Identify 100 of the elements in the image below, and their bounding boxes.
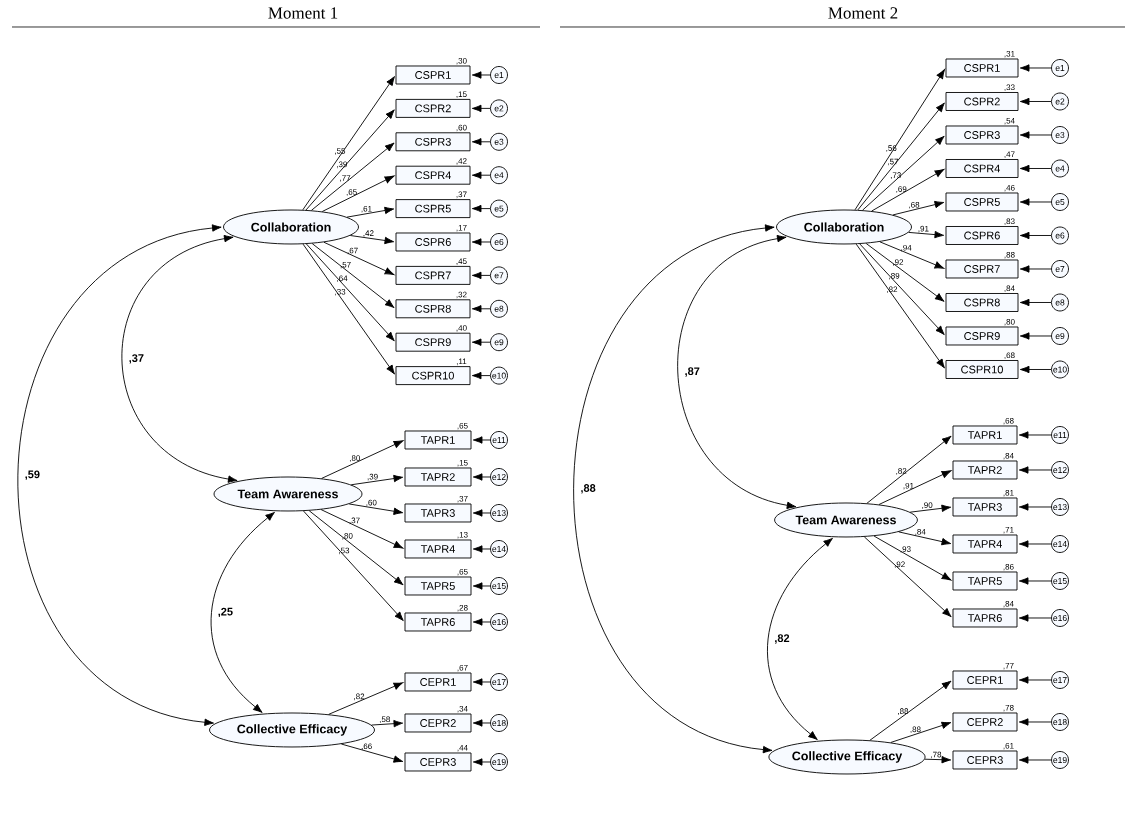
indicator-box: CSPR7 — [945, 259, 1019, 279]
r-squared-label: ,11 — [456, 358, 467, 366]
r-squared-label: ,37 — [457, 495, 468, 503]
r-squared-label: ,67 — [457, 664, 468, 672]
indicator-box: TAPR5 — [404, 576, 472, 596]
error-arrow — [471, 204, 491, 213]
error-arrow — [1019, 265, 1052, 273]
loading-arrow — [323, 241, 395, 276]
r-squared-label: ,31 — [1004, 50, 1015, 58]
r-squared-label: ,34 — [457, 705, 468, 713]
covariance-label: ,37 — [127, 353, 145, 365]
covariance-label: ,88 — [579, 483, 597, 495]
loading-arrow — [898, 531, 952, 546]
error-arrow — [471, 305, 491, 313]
error-arrow — [472, 678, 491, 686]
r-squared-label: ,68 — [1004, 352, 1015, 360]
loading-arrow — [302, 76, 395, 211]
error-arrow — [1018, 756, 1052, 764]
error-arrow — [1018, 676, 1052, 684]
r-squared-label: ,84 — [1004, 285, 1015, 293]
loading-arrow — [892, 200, 945, 216]
error-arrow — [471, 104, 491, 113]
loading-arrow — [371, 719, 404, 728]
edge-label: ,80 — [349, 455, 361, 462]
heading: Moment 2 — [828, 7, 898, 19]
error-arrow — [471, 138, 491, 146]
r-squared-label: ,65 — [457, 422, 468, 430]
error-arrow — [1019, 164, 1052, 173]
indicator-box: CSPR6 — [945, 226, 1019, 245]
error-arrow — [472, 545, 491, 553]
error-arrow — [1019, 131, 1052, 139]
r-squared-label: ,78 — [1003, 704, 1014, 712]
r-squared-label: ,61 — [1003, 742, 1014, 750]
r-squared-label: ,88 — [1004, 251, 1015, 259]
loading-arrow — [863, 536, 952, 618]
indicator-box: CSPR10 — [395, 366, 471, 386]
edge-label: ,61 — [361, 205, 372, 213]
r-squared-label: ,13 — [457, 531, 468, 539]
edge-label: ,89 — [889, 272, 900, 280]
error-arrow — [472, 582, 491, 590]
r-squared-label: ,84 — [1003, 452, 1014, 460]
indicator-box: TAPR3 — [952, 497, 1018, 517]
edge-label: ,65 — [346, 189, 357, 196]
loading-arrow — [924, 756, 952, 764]
r-squared-label: ,33 — [1004, 84, 1015, 92]
loading-arrow — [348, 503, 404, 515]
indicator-box: TAPR1 — [404, 430, 472, 450]
edge-label: ,73 — [890, 172, 901, 179]
r-squared-label: ,15 — [456, 91, 467, 98]
loading-arrow — [305, 109, 395, 211]
indicator-box: TAPR6 — [404, 612, 472, 632]
covariance-label: ,82 — [773, 633, 791, 645]
loading-arrow — [878, 470, 952, 505]
error-arrow — [472, 719, 491, 727]
loading-arrow — [862, 135, 945, 211]
edge-label: ,64 — [337, 275, 348, 283]
edge-label: ,78 — [931, 751, 942, 759]
covariance-label: ,59 — [23, 469, 41, 481]
r-squared-label: ,84 — [1003, 600, 1014, 608]
edge-label: ,88 — [910, 726, 921, 734]
indicator-box: CEPR1 — [404, 672, 472, 692]
indicator-box: CSPR4 — [945, 159, 1019, 178]
edge-label: ,93 — [900, 546, 911, 553]
r-squared-label: ,30 — [456, 57, 467, 65]
r-squared-label: ,60 — [456, 124, 467, 132]
loading-arrow — [349, 235, 395, 245]
edge-label: ,94 — [901, 244, 912, 252]
edge-label: ,82 — [896, 468, 907, 475]
loading-arrow — [350, 474, 404, 486]
indicator-box: CSPR4 — [395, 165, 471, 185]
r-squared-label: ,42 — [456, 158, 467, 165]
loading-arrow — [303, 510, 404, 622]
error-arrow — [1018, 577, 1052, 585]
loading-arrow — [306, 243, 395, 342]
error-arrow — [472, 509, 491, 517]
indicator-box: CEPR2 — [952, 712, 1018, 732]
indicator-box: CEPR2 — [404, 713, 472, 733]
indicator-box: CSPR7 — [395, 265, 471, 285]
error-arrow — [471, 71, 491, 79]
edge-label: ,88 — [898, 708, 909, 715]
covariance-arrow — [17, 224, 222, 726]
indicator-box: CSPR2 — [945, 92, 1019, 111]
error-arrow — [471, 371, 491, 380]
r-squared-label: ,65 — [457, 568, 468, 576]
edge-label: ,33 — [335, 288, 346, 296]
error-arrow — [471, 238, 491, 246]
indicator-box: TAPR1 — [952, 425, 1018, 445]
covariance-arrow — [767, 537, 833, 740]
loading-arrow — [866, 435, 952, 504]
edge-label: ,39 — [337, 161, 347, 169]
loading-arrow — [320, 509, 404, 549]
indicator-box: TAPR5 — [952, 571, 1018, 591]
error-arrow — [471, 338, 491, 346]
indicator-box: CSPR9 — [945, 326, 1019, 346]
loading-arrow — [302, 243, 395, 375]
r-squared-label: ,68 — [1003, 417, 1014, 425]
edge-label: ,80 — [342, 533, 353, 540]
r-squared-label: ,81 — [1003, 489, 1014, 497]
indicator-box: TAPR4 — [952, 534, 1018, 554]
error-arrow — [1018, 718, 1052, 726]
